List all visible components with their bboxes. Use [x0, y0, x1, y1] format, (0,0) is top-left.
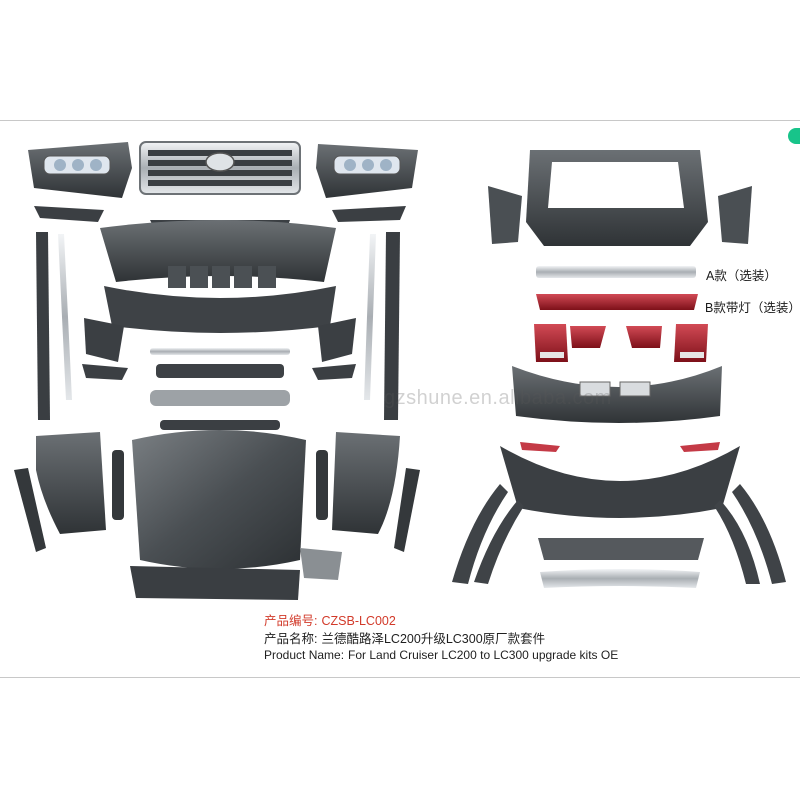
product-name-cn-line: 产品名称:兰德酷路泽LC200升级LC300原厂款套件 [264, 632, 545, 647]
tailgate [526, 150, 708, 246]
mudflap-right [718, 186, 752, 244]
fog-light-bezels [82, 318, 356, 380]
lower-bumper [104, 286, 336, 333]
tail-lights [534, 324, 708, 362]
trim-strip-b-lit [536, 294, 698, 310]
fender-brackets [14, 450, 420, 552]
option-b-label: B款带灯（选装） [705, 301, 800, 315]
mudflap-left [488, 186, 522, 244]
front-bumper [100, 220, 336, 282]
wheel-flares [452, 484, 786, 584]
watermark: gzshune.en.alibaba.com [384, 387, 612, 409]
radiator-support [130, 566, 300, 600]
product-frame [0, 120, 800, 678]
fender-right [332, 432, 400, 534]
trim-strip-a [536, 266, 696, 278]
fender-left [36, 432, 106, 534]
front-grille [139, 141, 301, 195]
headlight-left [28, 142, 132, 198]
rear-diffuser [538, 538, 704, 560]
support-bracket [300, 548, 342, 580]
product-name-cn-label: 产品名称: [264, 632, 318, 646]
product-name-en-value: For Land Cruiser LC200 to LC300 upgrade … [348, 648, 619, 662]
product-code-label: 产品编号: [264, 614, 318, 628]
side-skirts [36, 232, 400, 420]
product-code-value: CZSB-LC002 [321, 614, 396, 628]
product-name-cn-value: 兰德酷路泽LC200升级LC300原厂款套件 [321, 632, 546, 646]
reflector-left [520, 442, 560, 452]
headlight-right [316, 144, 418, 198]
rear-skid-plate [540, 569, 700, 588]
chrome-trims [150, 348, 290, 430]
product-name-en-line: Product Name:For Land Cruiser LC200 to L… [264, 648, 618, 663]
option-a-label: A款（选装） [706, 269, 777, 283]
product-name-en-label: Product Name: [264, 648, 345, 662]
rear-bumper [512, 366, 722, 423]
product-code-line: 产品编号:CZSB-LC002 [264, 614, 396, 629]
rear-lower-bumper [500, 446, 740, 518]
bumper-small-parts [168, 266, 276, 288]
reflector-right [680, 442, 720, 452]
rear-plate-trim-left [579, 381, 611, 397]
accent-marker [788, 128, 800, 144]
hood [132, 430, 306, 569]
rear-plate-trim-right [619, 381, 651, 397]
